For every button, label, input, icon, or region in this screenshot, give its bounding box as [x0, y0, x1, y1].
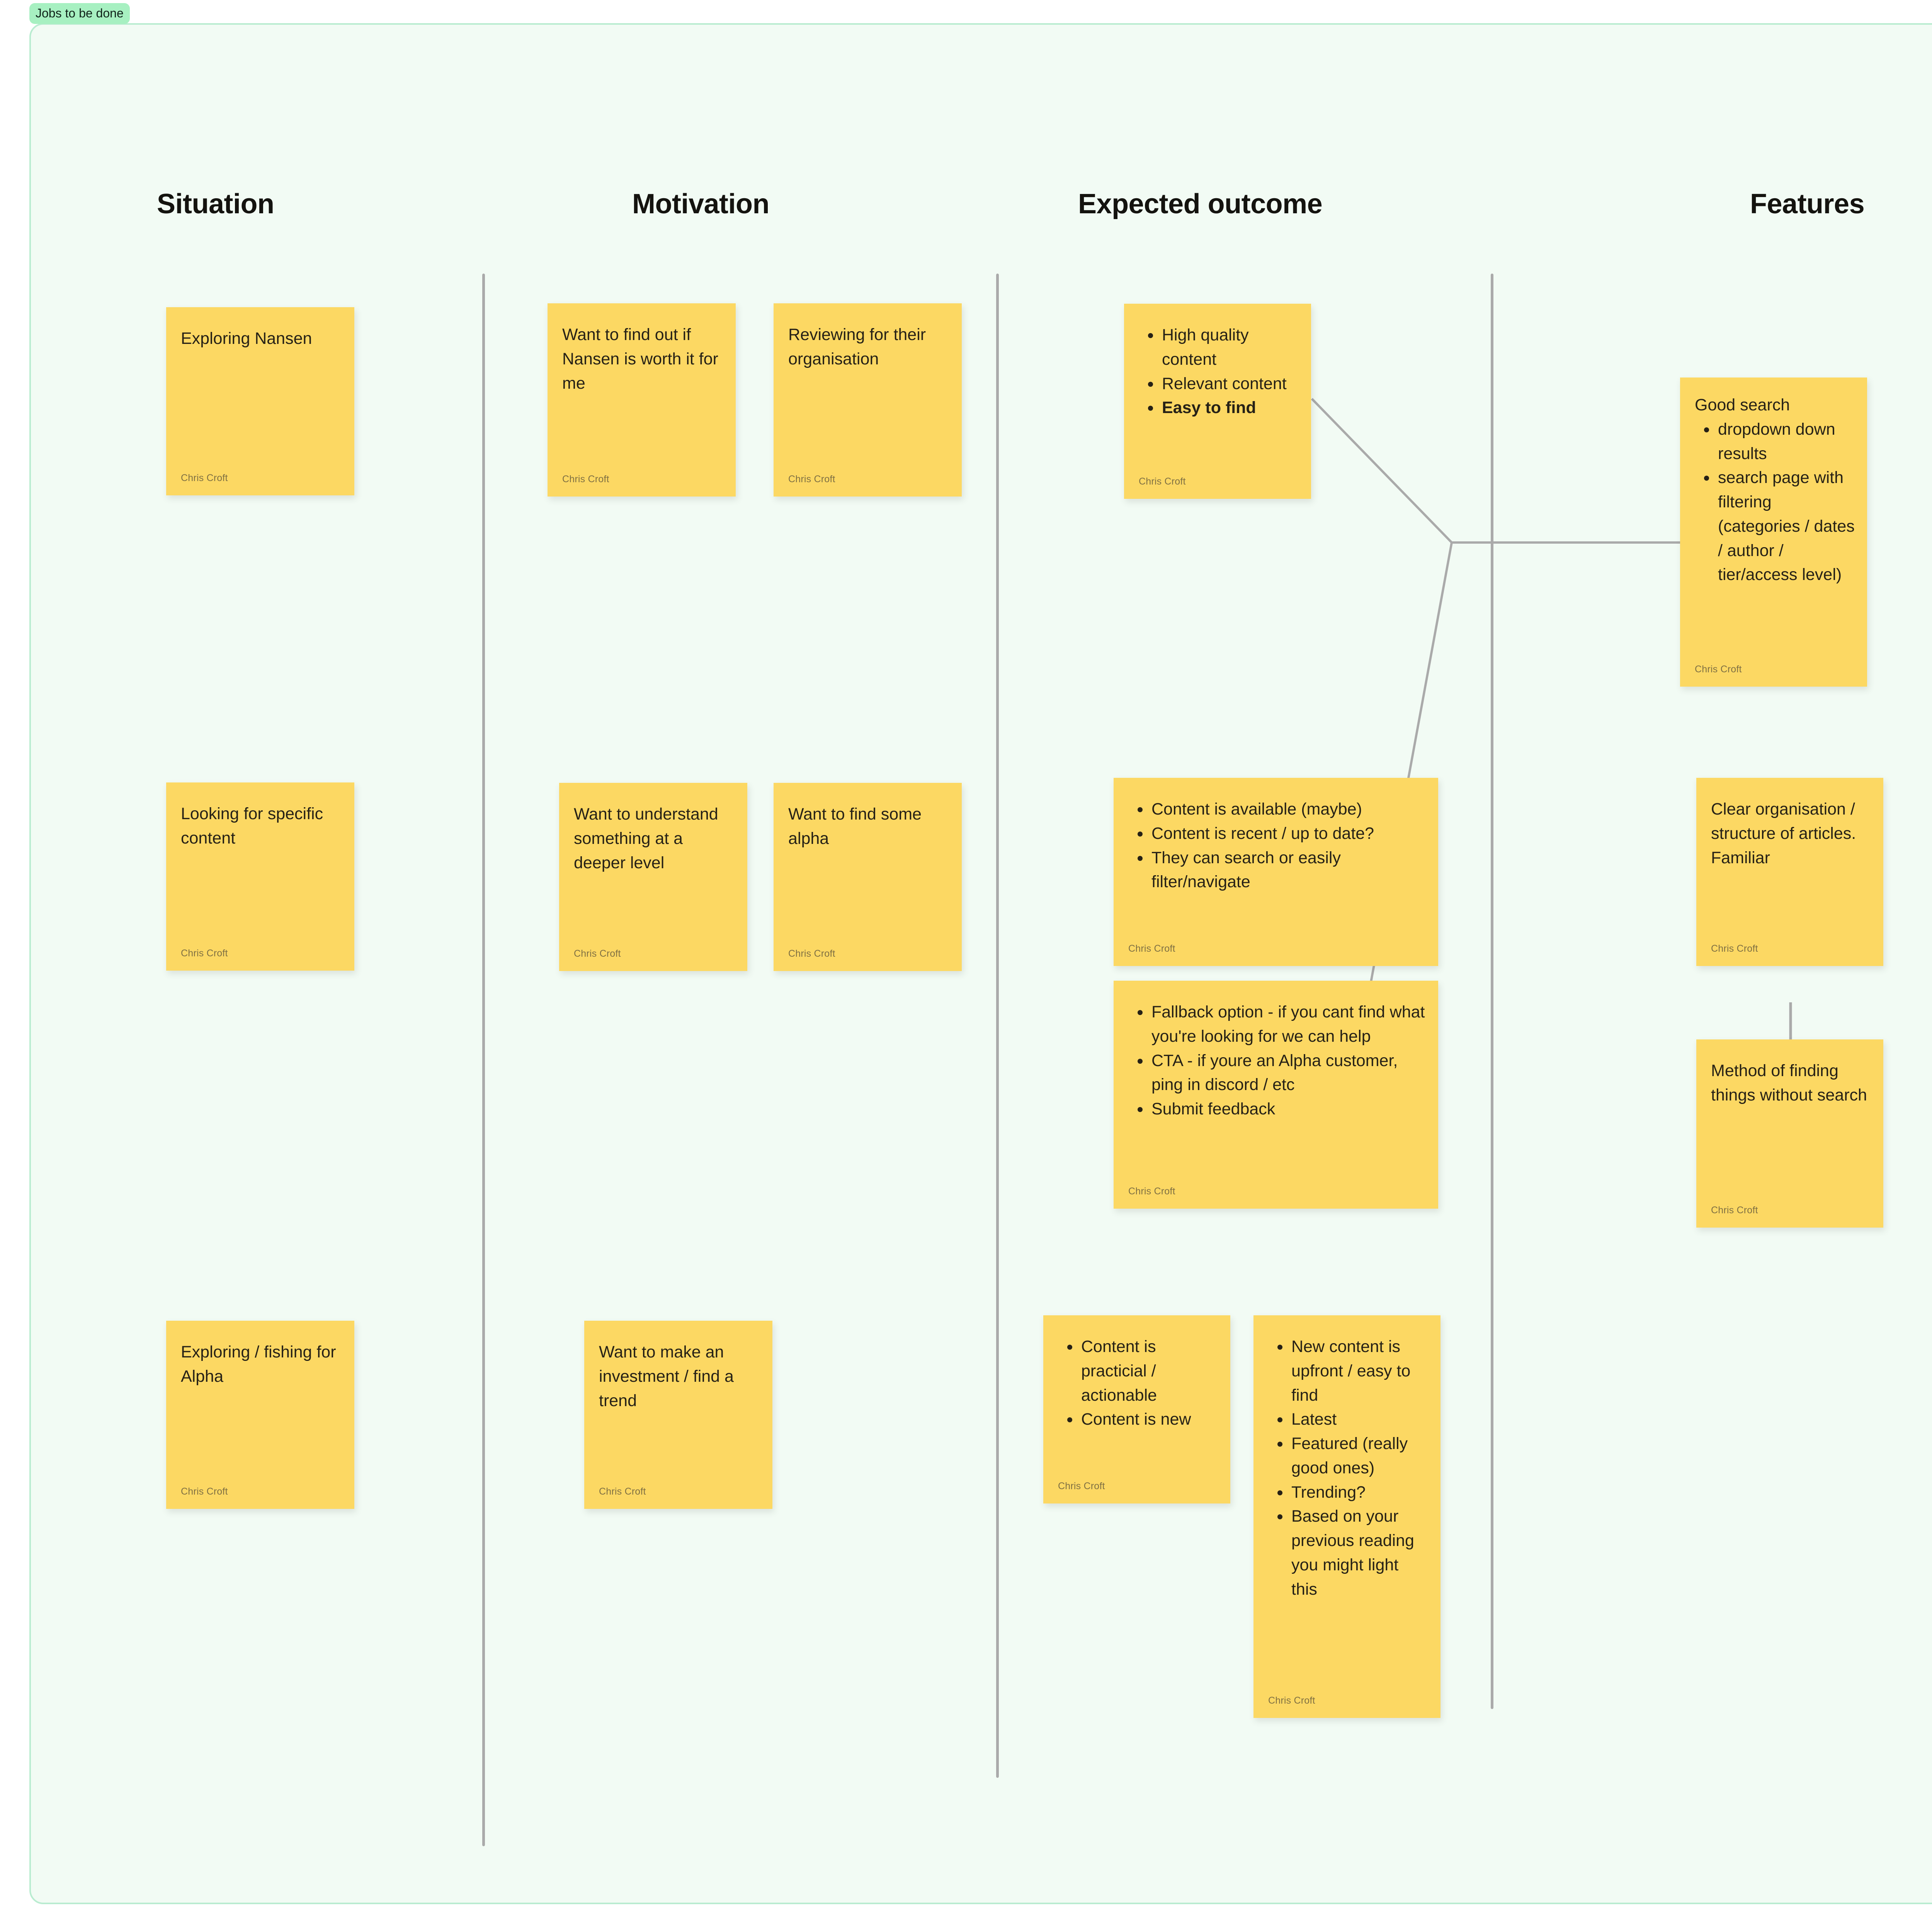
note-text: Want to make an investment / find a tren…: [599, 1343, 734, 1410]
note-bullet-item: Latest: [1290, 1407, 1429, 1432]
note-bullets: Fallback option - if you cant find what …: [1128, 1000, 1427, 1121]
sticky-note[interactable]: Want to make an investment / find a tren…: [584, 1321, 772, 1509]
column-heading-motivation: Motivation: [632, 189, 769, 219]
note-bullet-item: Content is new: [1080, 1407, 1219, 1432]
sticky-note[interactable]: Reviewing for their organisation Chris C…: [774, 303, 962, 497]
note-bullet-item: CTA - if youre an Alpha customer, ping i…: [1150, 1049, 1427, 1097]
column-heading-features: Features: [1750, 189, 1865, 219]
note-heading: Good search: [1695, 396, 1790, 414]
note-bullets: High quality contentRelevant contentEasy…: [1139, 323, 1299, 420]
note-author: Chris Croft: [1128, 943, 1175, 954]
note-bullet-list: dropdown down resultssearch page with fi…: [1695, 417, 1855, 587]
sticky-note[interactable]: Exploring / fishing for Alpha Chris Crof…: [166, 1321, 354, 1509]
note-bullet-list: High quality contentRelevant contentEasy…: [1139, 323, 1299, 420]
note-bullet-item: Content is available (maybe): [1150, 797, 1427, 821]
column-heading-expected-outcome: Expected outcome: [1078, 189, 1323, 219]
sticky-note[interactable]: Want to find some alpha Chris Croft: [774, 783, 962, 971]
note-text: Reviewing for their organisation: [788, 325, 926, 368]
note-bullet-list: New content is upfront / easy to findLat…: [1268, 1335, 1429, 1601]
note-text: Want to find out if Nansen is worth it f…: [562, 325, 718, 393]
column-heading-situation: Situation: [157, 189, 274, 219]
note-text: Exploring Nansen: [181, 329, 312, 348]
note-bullets: New content is upfront / easy to findLat…: [1268, 1335, 1429, 1601]
note-heading-bullets: Good search dropdown down resultssearch p…: [1695, 393, 1855, 587]
note-text: Want to find some alpha: [788, 805, 922, 848]
sticky-note[interactable]: Exploring Nansen Chris Croft: [166, 307, 354, 495]
divider-situation-motivation: [482, 274, 485, 1846]
note-text: Method of finding things without search: [1711, 1061, 1867, 1104]
note-bullet-item: Content is practicial / actionable: [1080, 1335, 1219, 1407]
note-author: Chris Croft: [1128, 1186, 1175, 1197]
note-bullet-list: Content is practicial / actionableConten…: [1058, 1335, 1219, 1432]
note-author: Chris Croft: [1711, 943, 1758, 954]
note-author: Chris Croft: [181, 948, 228, 959]
note-bullet-list: Content is available (maybe)Content is r…: [1128, 797, 1427, 894]
note-bullet-item: search page with filtering (categories /…: [1716, 466, 1855, 587]
note-author: Chris Croft: [1058, 1481, 1105, 1492]
note-author: Chris Croft: [788, 948, 835, 959]
frame-label-jobs-to-be-done[interactable]: Jobs to be done: [29, 3, 130, 24]
note-bullet-item: Based on your previous reading you might…: [1290, 1504, 1429, 1601]
note-bullet-item: Easy to find: [1160, 396, 1299, 420]
sticky-note[interactable]: Good search dropdown down resultssearch p…: [1680, 378, 1867, 687]
note-author: Chris Croft: [562, 474, 609, 485]
sticky-note[interactable]: Content is available (maybe)Content is r…: [1114, 778, 1438, 966]
note-text: Looking for specific content: [181, 804, 323, 847]
note-author: Chris Croft: [1139, 476, 1186, 487]
note-bullet-list: Fallback option - if you cant find what …: [1128, 1000, 1427, 1121]
sticky-note[interactable]: Clear organisation / structure of articl…: [1696, 778, 1883, 966]
note-author: Chris Croft: [1695, 664, 1742, 675]
divider-expected-outcome-features: [1491, 274, 1493, 1709]
sticky-note[interactable]: Looking for specific content Chris Croft: [166, 782, 354, 971]
note-bullet-item: Featured (really good ones): [1290, 1432, 1429, 1480]
divider-motivation-expected-outcome: [996, 274, 999, 1778]
note-bullet-item: Trending?: [1290, 1480, 1429, 1505]
note-bullet-item: Content is recent / up to date?: [1150, 821, 1427, 846]
sticky-note[interactable]: New content is upfront / easy to findLat…: [1253, 1315, 1440, 1718]
sticky-note[interactable]: Method of finding things without search …: [1696, 1039, 1883, 1228]
note-text: Want to understand something at a deeper…: [574, 805, 718, 872]
note-author: Chris Croft: [599, 1486, 646, 1497]
note-author: Chris Croft: [574, 948, 621, 959]
sticky-note[interactable]: Fallback option - if you cant find what …: [1114, 981, 1438, 1209]
note-author: Chris Croft: [181, 1486, 228, 1497]
note-bullet-item: Relevant content: [1160, 372, 1299, 396]
note-text: Exploring / fishing for Alpha: [181, 1343, 336, 1386]
note-bullet-item: dropdown down results: [1716, 417, 1855, 466]
sticky-note[interactable]: Want to find out if Nansen is worth it f…: [548, 303, 736, 497]
note-author: Chris Croft: [788, 474, 835, 485]
note-bullet-item: Submit feedback: [1150, 1097, 1427, 1121]
note-author: Chris Croft: [1711, 1205, 1758, 1216]
note-bullet-item: High quality content: [1160, 323, 1299, 372]
note-bullets: Content is available (maybe)Content is r…: [1128, 797, 1427, 894]
sticky-note[interactable]: High quality contentRelevant contentEasy…: [1124, 304, 1311, 499]
note-text: Clear organisation / structure of articl…: [1711, 800, 1856, 867]
note-author: Chris Croft: [181, 473, 228, 483]
sticky-note[interactable]: Content is practicial / actionableConten…: [1043, 1315, 1230, 1503]
note-bullet-item: New content is upfront / easy to find: [1290, 1335, 1429, 1407]
note-author: Chris Croft: [1268, 1695, 1315, 1706]
note-bullet-item: Fallback option - if you cant find what …: [1150, 1000, 1427, 1049]
note-bullets: Content is practicial / actionableConten…: [1058, 1335, 1219, 1432]
note-bullet-item: They can search or easily filter/navigat…: [1150, 846, 1427, 895]
sticky-note[interactable]: Want to understand something at a deeper…: [559, 783, 747, 971]
